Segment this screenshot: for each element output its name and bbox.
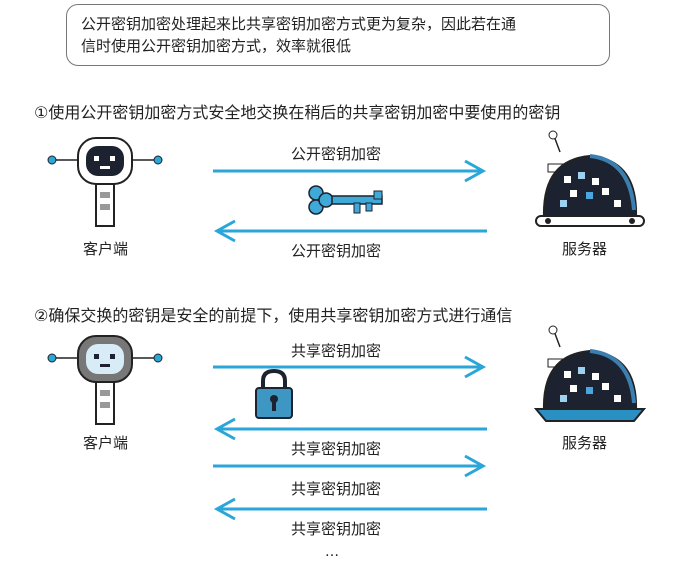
note-line-2: 信时使用公开密钥加密方式，效率就很低	[81, 37, 352, 55]
server-label: 服务器	[562, 240, 608, 258]
server-label: 服务器	[562, 434, 608, 452]
ellipsis: …	[325, 544, 340, 560]
lock-icon	[255, 368, 293, 419]
note-box: 公开密钥加密处理起来比共享密钥加密方式更为复杂，因此若在通 信时使用公开密钥加密…	[66, 4, 610, 66]
arrow-left	[213, 219, 487, 243]
arrow-right	[213, 159, 487, 183]
client-robot-icon	[47, 335, 163, 425]
arrow-label: 共享密钥加密	[291, 440, 382, 458]
note-line-1: 公开密钥加密处理起来比共享密钥加密方式更为复杂，因此若在通	[81, 15, 517, 33]
arrow-left	[213, 417, 487, 441]
arrow-label: 共享密钥加密	[291, 520, 382, 538]
client-robot-icon	[47, 137, 163, 227]
key-icon	[308, 185, 383, 215]
arrow-left	[213, 497, 487, 521]
client-label: 客户端	[83, 434, 129, 452]
client-label: 客户端	[83, 240, 129, 258]
arrow-label: 公开密钥加密	[291, 145, 382, 163]
arrow-label: 共享密钥加密	[291, 342, 382, 360]
arrow-right	[213, 454, 487, 478]
server-robot-icon	[533, 325, 647, 422]
section2-heading: ②确保交换的密钥是安全的前提下，使用共享密钥加密方式进行通信	[34, 306, 513, 325]
arrow-right	[213, 355, 487, 379]
arrow-label: 共享密钥加密	[291, 480, 382, 498]
section1-heading: ①使用公开密钥加密方式安全地交换在稍后的共享密钥加密中要使用的密钥	[34, 103, 561, 122]
arrow-label: 公开密钥加密	[291, 242, 382, 260]
server-robot-icon	[535, 130, 645, 227]
